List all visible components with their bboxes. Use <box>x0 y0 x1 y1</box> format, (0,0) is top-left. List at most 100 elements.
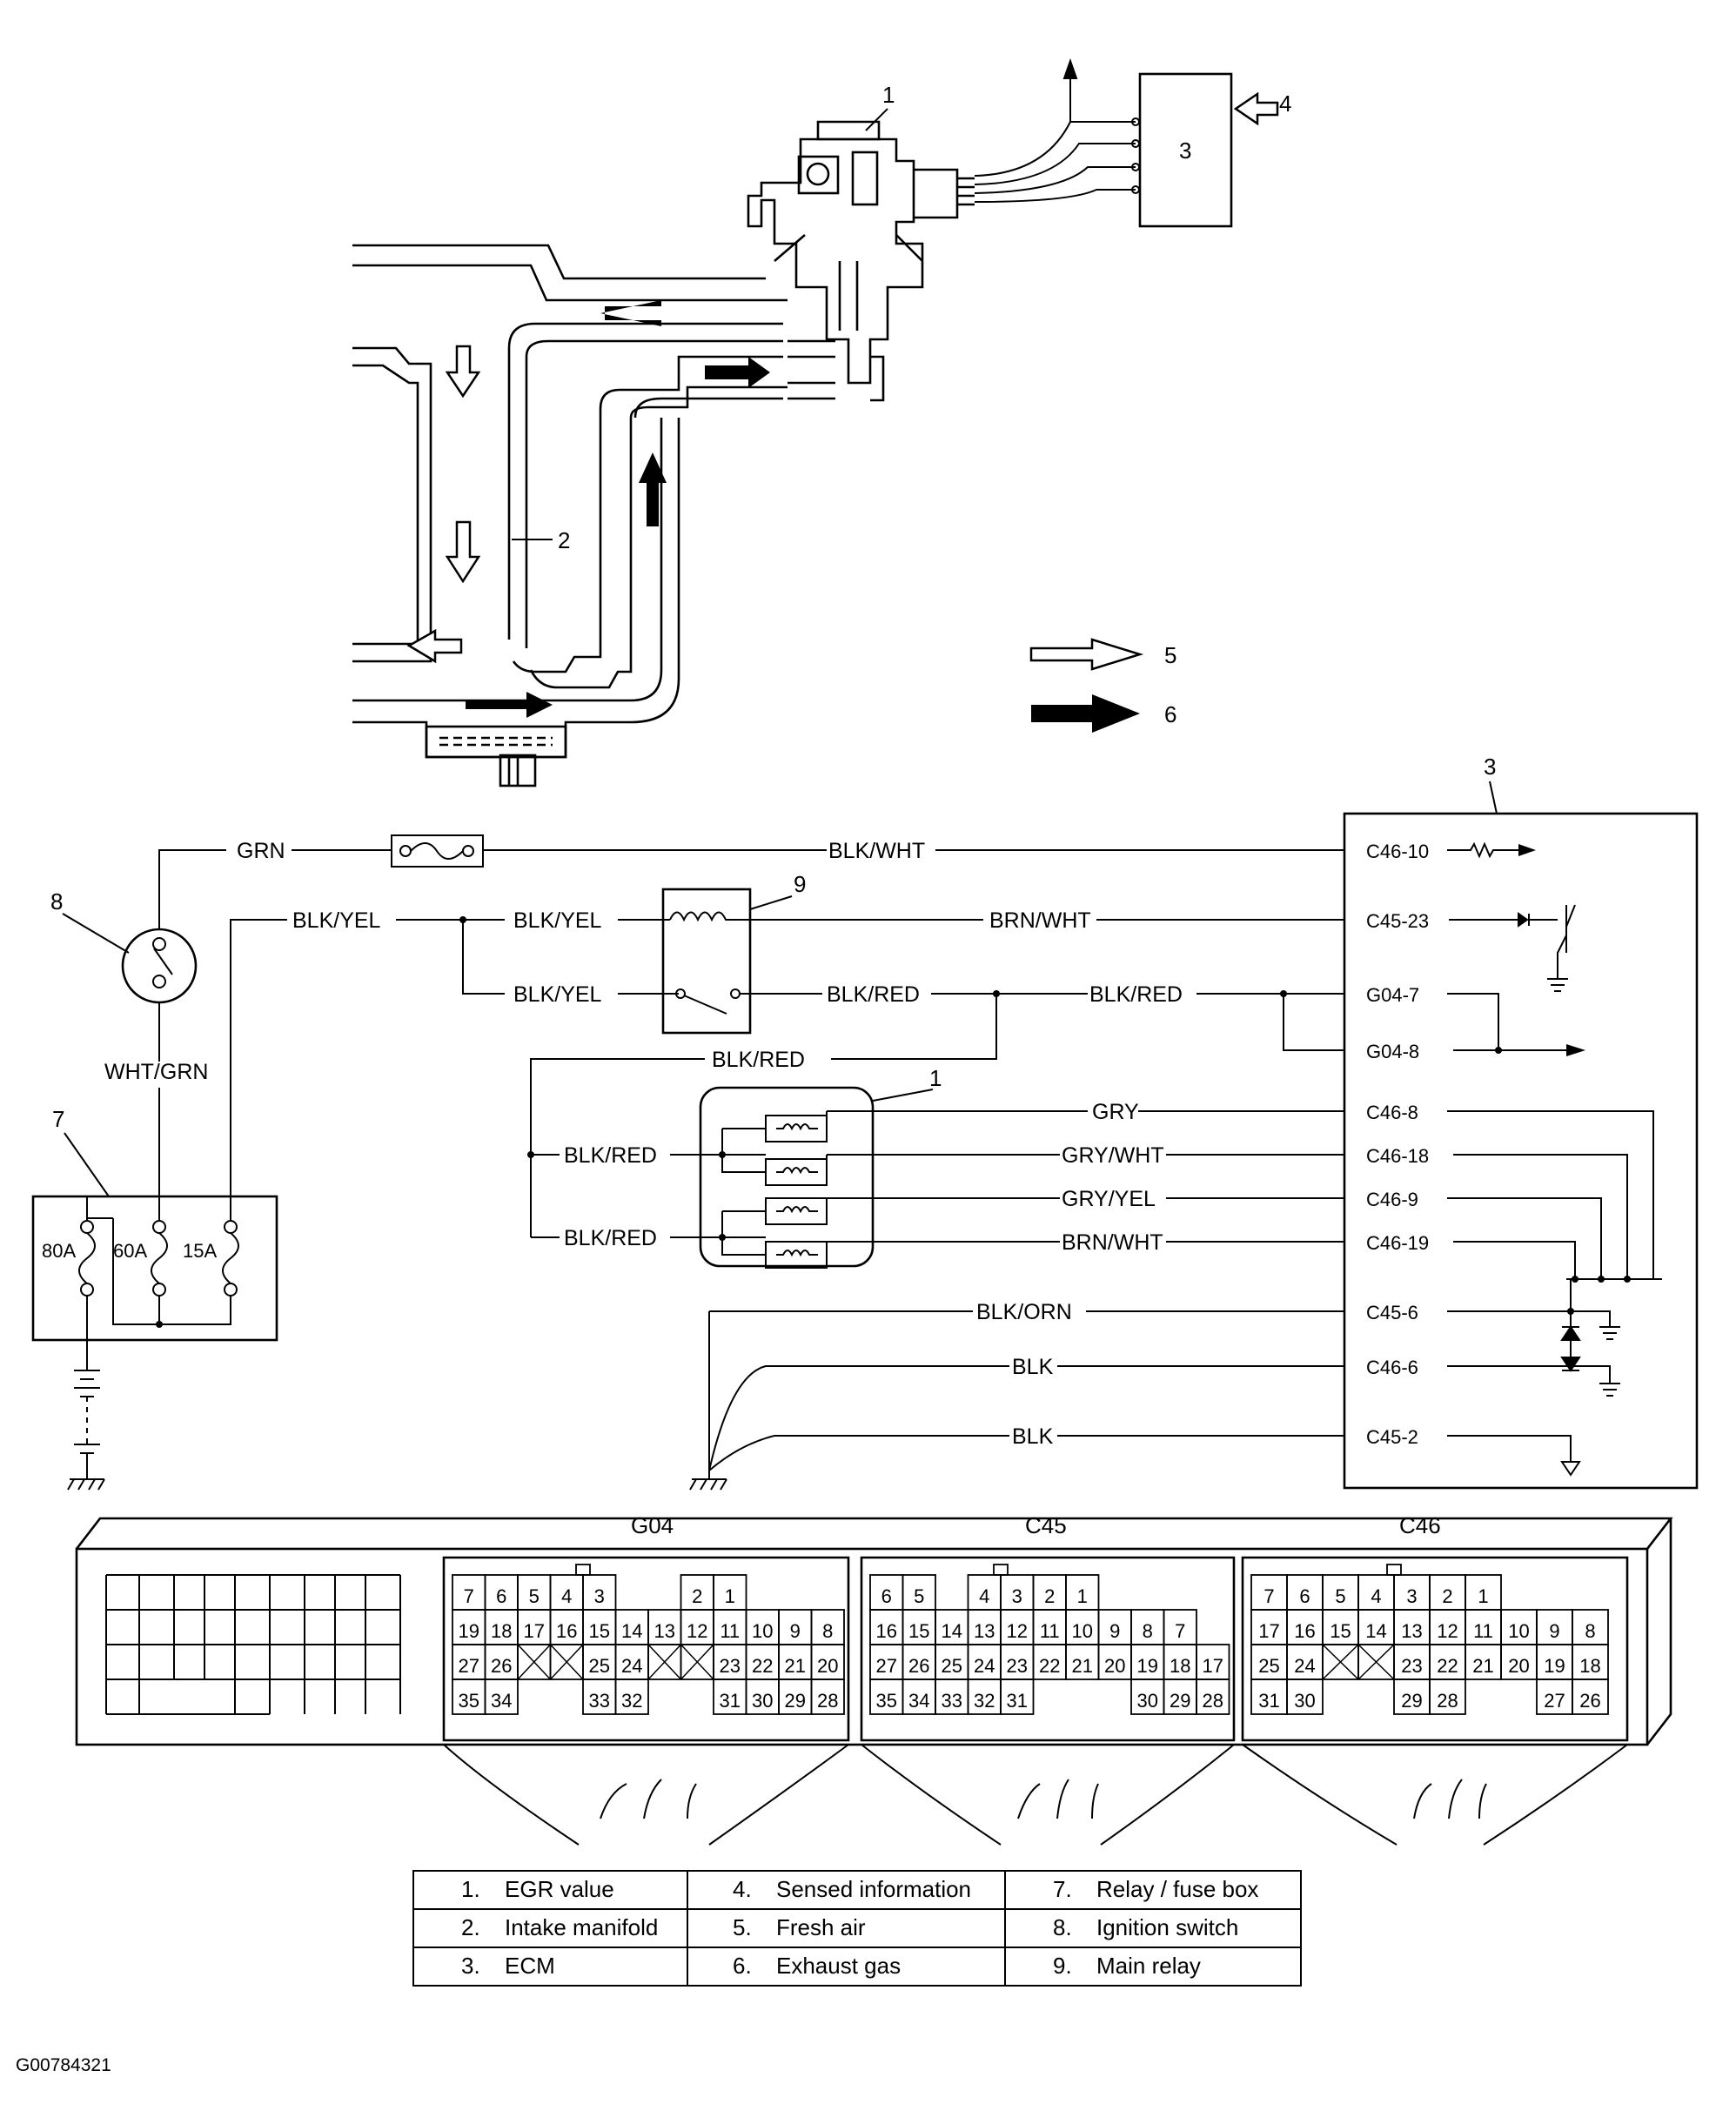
wire-blk-red-2: BLK/RED <box>1089 982 1183 1007</box>
wire-blk-red-5: BLK/RED <box>564 1226 657 1250</box>
exhaust-gas-legend-arrow <box>1031 694 1140 733</box>
c45-pin-label: 7 <box>1175 1620 1185 1642</box>
wire-brn-wht-1: BRN/WHT <box>989 908 1091 933</box>
battery-symbol <box>67 1357 105 1491</box>
exhaust-gas-arrows <box>466 300 770 718</box>
legend-number: 2. <box>461 1914 480 1940</box>
c45-pin-label: 35 <box>876 1690 897 1712</box>
wire-grn: GRN <box>237 839 285 863</box>
g04-pin-unused <box>647 1644 682 1680</box>
ecm-pin-c46-6: C46-6 <box>1366 1357 1418 1378</box>
egr-valve <box>747 120 975 402</box>
ecm-pin-c46-18: C46-18 <box>1366 1145 1429 1167</box>
ecm-pin-c46-9: C46-9 <box>1366 1189 1418 1210</box>
c45-pin-label: 32 <box>974 1690 995 1712</box>
c45-key-tab <box>993 1564 1009 1576</box>
callout-ignition-switch: 8 <box>50 888 63 915</box>
c46-pin-unused <box>1357 1644 1395 1680</box>
legend-number: 9. <box>1053 1953 1072 1979</box>
c45-pin-label: 11 <box>1040 1620 1060 1642</box>
g04-pin-unused <box>680 1644 714 1680</box>
wire-blk-2: BLK <box>1012 1424 1054 1449</box>
relay-fuse-box <box>31 1195 278 1342</box>
g04-pin-label: 28 <box>817 1690 838 1712</box>
c46-pin-label: 2 <box>1442 1585 1452 1607</box>
legend-number: 1. <box>461 1876 480 1902</box>
ecm-box <box>1343 812 1699 1490</box>
wire-blk-orn: BLK/ORN <box>976 1300 1072 1324</box>
g04-pin-label: 9 <box>790 1620 801 1642</box>
g04-pin-label: 3 <box>594 1585 605 1607</box>
c45-pin-label: 29 <box>1170 1690 1190 1712</box>
connector-c46-title: C46 <box>1399 1512 1441 1538</box>
g04-pin-label: 14 <box>621 1620 642 1642</box>
wiring-schematic: 3 8 GRN BLK/WHT C46-10 WHT/GRN 7 <box>31 754 1699 1491</box>
ecm-block-top <box>1138 72 1233 228</box>
c46-pin-label: 3 <box>1406 1585 1417 1607</box>
legend-label: Exhaust gas <box>776 1953 901 1979</box>
c46-pin-label: 11 <box>1473 1620 1493 1642</box>
ecm-pin-g04-8: G04-8 <box>1366 1041 1419 1062</box>
g04-pin-label: 18 <box>491 1620 512 1642</box>
c46-pin-label: 13 <box>1401 1620 1422 1642</box>
ecm-pin-c46-10: C46-10 <box>1366 841 1429 862</box>
c46-pin-label: 18 <box>1579 1655 1600 1677</box>
c45-pin-label: 31 <box>1007 1690 1028 1712</box>
legend-label: Intake manifold <box>505 1914 658 1940</box>
c46-pin-label: 26 <box>1579 1690 1600 1712</box>
g04-pin-unused <box>517 1644 552 1680</box>
wire-gry: GRY <box>1092 1100 1139 1124</box>
legend-number: 5. <box>733 1914 752 1940</box>
g04-pin-label: 31 <box>720 1690 741 1712</box>
g04-pin-label: 4 <box>561 1585 572 1607</box>
wire-blk-red-3: BLK/RED <box>712 1048 805 1072</box>
wire-blk-yel-2: BLK/YEL <box>513 908 602 933</box>
c46-pin-label: 9 <box>1549 1620 1559 1642</box>
g04-pin-label: 8 <box>822 1620 833 1642</box>
ecm-blank-grid <box>105 1574 401 1715</box>
g04-pin-label: 33 <box>589 1690 610 1712</box>
c45-pin-label: 34 <box>908 1690 929 1712</box>
ecm-pin-c45-23: C45-23 <box>1366 910 1429 932</box>
c45-pin-label: 10 <box>1072 1620 1093 1642</box>
wire-wht-grn: WHT/GRN <box>104 1060 208 1084</box>
c46-pin-cell <box>1286 1679 1324 1715</box>
c45-pin-label: 2 <box>1044 1585 1055 1607</box>
figure-id: G00784321 <box>16 2055 111 2075</box>
wire-blk-red-4: BLK/RED <box>564 1143 657 1168</box>
g04-pin-label: 16 <box>556 1620 577 1642</box>
callout-egr-valve: 1 <box>882 82 895 108</box>
c45-pin-label: 28 <box>1203 1690 1223 1712</box>
c46-pin-label: 14 <box>1365 1620 1386 1642</box>
c46-pin-label: 28 <box>1437 1690 1458 1712</box>
legend-label: Relay / fuse box <box>1096 1876 1258 1902</box>
c45-pin-label: 4 <box>979 1585 989 1607</box>
c45-pin-label: 3 <box>1012 1585 1022 1607</box>
legend-number: 7. <box>1053 1876 1072 1902</box>
c46-pin-label: 31 <box>1258 1690 1279 1712</box>
callout-exhaust-gas: 6 <box>1164 701 1176 727</box>
g04-pin-cell <box>810 1679 845 1715</box>
c46-pin-label: 19 <box>1544 1655 1565 1677</box>
wire-gry-yel: GRY/YEL <box>1062 1187 1156 1211</box>
c45-pin-label: 18 <box>1170 1655 1190 1677</box>
c46-pin-label: 25 <box>1258 1655 1279 1677</box>
c46-pin-label: 1 <box>1478 1585 1488 1607</box>
c46-pin-label: 15 <box>1330 1620 1351 1642</box>
wire-blk-red-1: BLK/RED <box>827 982 920 1007</box>
c46-pin-label: 29 <box>1401 1690 1422 1712</box>
c45-pin-label: 22 <box>1039 1655 1060 1677</box>
callout-relay-fuse-box: 7 <box>52 1106 64 1132</box>
legend-label: Fresh air <box>776 1914 866 1940</box>
callout-ecm: 3 <box>1484 754 1496 780</box>
egr-mechanical-section: 1 3 4 2 5 6 <box>352 57 1291 787</box>
c45-pin-label: 21 <box>1072 1655 1093 1677</box>
g04-pin-label: 29 <box>785 1690 806 1712</box>
c45-pin-label: 1 <box>1077 1585 1088 1607</box>
